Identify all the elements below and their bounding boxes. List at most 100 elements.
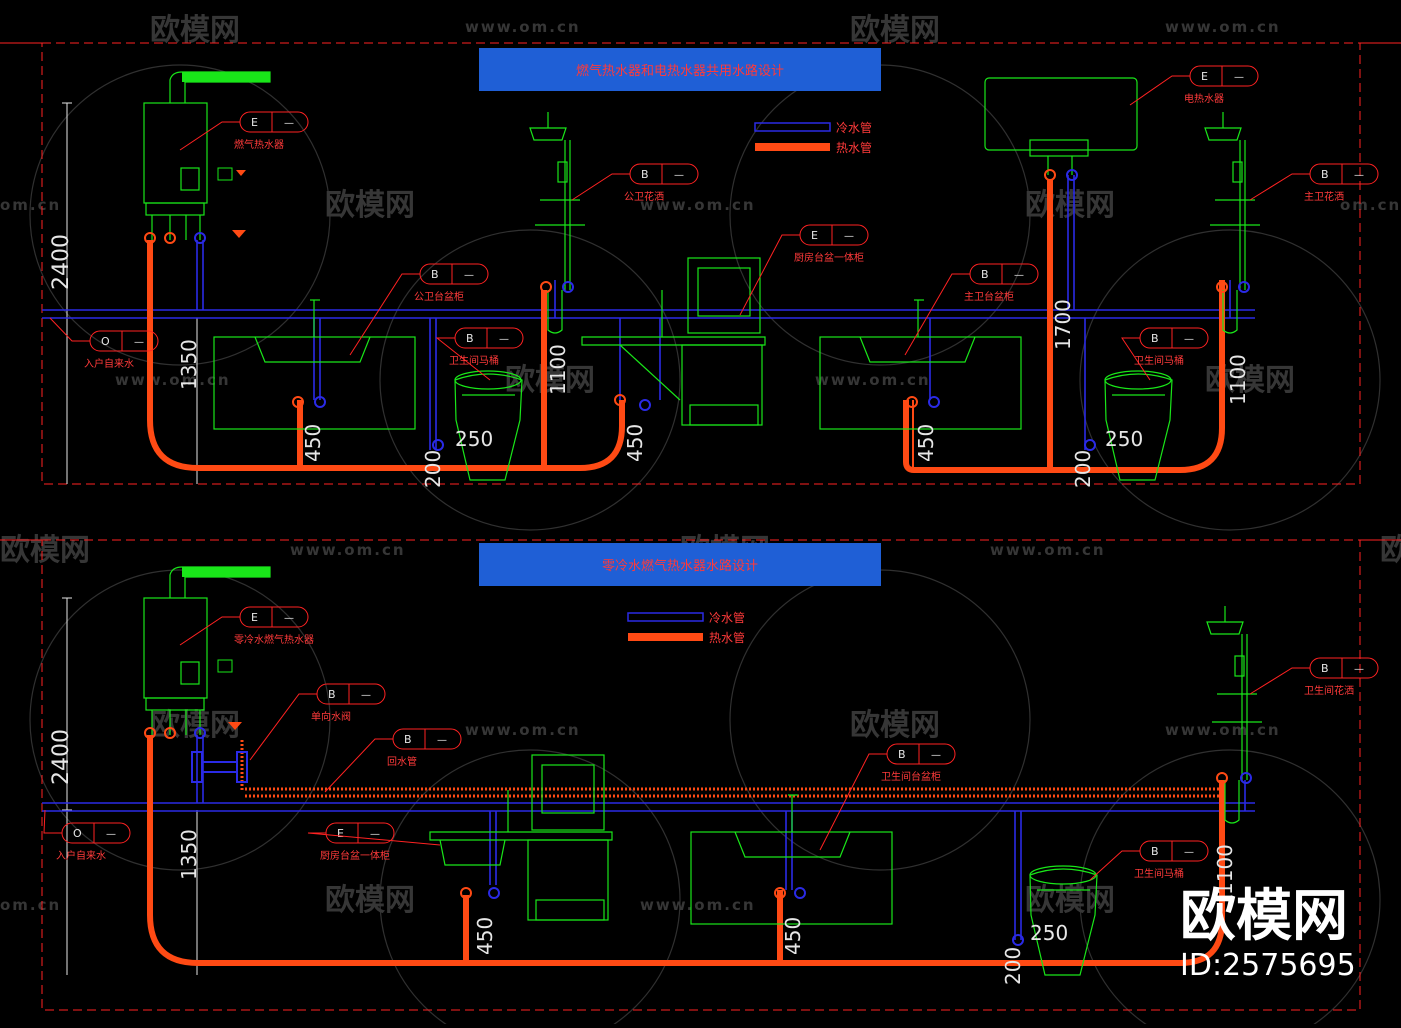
callout-tag: O—入户自来水 <box>43 809 131 862</box>
dim-450: 450 <box>914 424 938 462</box>
callout-tag: E—厨房台盆一体柜 <box>307 822 441 862</box>
callout-layer: E—燃气热水器B—公卫花洒E—电热水器B—主卫花洒E—厨房台盆一体柜B—公卫台盆… <box>43 65 1379 881</box>
watermark-site: www.om.cn <box>115 371 231 389</box>
callout-label: 卫生间马桶 <box>449 354 499 367</box>
callout-dash: — <box>370 829 380 840</box>
electric-heater-top <box>984 77 1138 175</box>
callout-code: B <box>1321 662 1329 675</box>
watermark-layer: 欧模网 欧模网 欧模网 欧模网 欧模网 欧模网 欧模网 欧模网 欧模网 欧模网 … <box>0 13 1401 1028</box>
dim-1100: 1100 <box>546 344 570 395</box>
leader-line <box>43 809 62 834</box>
callout-code: B <box>466 332 474 345</box>
callout-label: 卫生间台盆柜 <box>881 770 941 783</box>
watermark-brand: 欧模网 <box>1380 533 1401 568</box>
valves-top <box>144 169 1250 451</box>
leader-line <box>179 121 240 151</box>
callout-code: B <box>328 688 336 701</box>
callout-code: E <box>1201 70 1208 83</box>
watermark-brand: 欧模网 <box>150 13 240 48</box>
shower-public-top <box>529 112 585 334</box>
callout-label: 卫生间马桶 <box>1134 867 1184 880</box>
kitchen-sink-top <box>581 257 766 426</box>
watermark-brand: 欧模网 <box>850 708 940 743</box>
leader-line <box>1249 173 1310 201</box>
watermark-site: om.cn <box>1340 196 1401 214</box>
leader-line <box>49 317 90 342</box>
watermark-site: www.om.cn <box>465 721 581 739</box>
callout-code: E <box>811 229 818 242</box>
callout-code: B <box>898 748 906 761</box>
watermark-brand: 欧模网 <box>1025 883 1115 918</box>
callout-label: 入户自来水 <box>84 357 134 370</box>
title-banner-bottom: 零冷水燃气热水器水路设计 <box>479 543 881 586</box>
dim-1100: 1100 <box>1213 844 1237 895</box>
leader-line <box>307 832 441 846</box>
callout-dash: — <box>1234 72 1244 83</box>
dimension-lines-top <box>62 102 198 484</box>
kitchen-sink-bottom <box>429 754 613 921</box>
dim-1100: 1100 <box>1226 354 1250 405</box>
callout-dash: — <box>134 337 144 348</box>
flue-pipe-top <box>182 72 270 82</box>
callout-label: 公卫台盆柜 <box>414 290 464 303</box>
leader-line <box>819 753 887 851</box>
callout-dash: — <box>931 750 941 761</box>
watermark-site: www.om.cn <box>815 371 931 389</box>
watermark-site: www.om.cn <box>640 196 756 214</box>
toilet-public-top <box>454 370 523 481</box>
callout-dash: — <box>284 613 294 624</box>
shower-master-top <box>1204 112 1260 334</box>
callout-dash: — <box>1354 664 1364 675</box>
callout-dash: — <box>1354 170 1364 181</box>
callout-code: B <box>1321 168 1329 181</box>
callout-code: B <box>1151 845 1159 858</box>
legend-bottom: 冷水管 热水管 <box>627 610 745 645</box>
dim-450: 450 <box>301 424 325 462</box>
valves-bottom <box>144 727 1252 946</box>
callout-label: 燃气热水器 <box>234 138 284 151</box>
leader-line <box>249 693 317 761</box>
return-pipe-bottom <box>240 740 1222 798</box>
dim-2400-top: 2400 <box>49 234 74 290</box>
watermark-site: www.om.cn <box>290 541 406 559</box>
legend-cold-label: 冷水管 <box>836 120 872 135</box>
callout-code: E <box>251 611 258 624</box>
watermark-brand: 欧模网 <box>850 13 940 48</box>
callout-tag: B —公卫台盆柜 <box>349 263 489 356</box>
callout-code: O <box>101 335 110 348</box>
callout-dash: — <box>464 270 474 281</box>
shower-bottom <box>1206 606 1262 824</box>
dim-2400-bottom: 2400 <box>49 729 74 785</box>
callout-tag: E — 零冷水燃气热水器 <box>179 606 314 646</box>
callout-tag: E—燃气热水器 <box>179 111 309 151</box>
callout-label: 厨房台盆一体柜 <box>794 251 864 264</box>
watermark-site: www.om.cn <box>990 541 1106 559</box>
leader-line <box>1121 337 1151 381</box>
dim-450: 450 <box>623 424 647 462</box>
watermark-brand: 欧模网 <box>505 363 595 398</box>
watermark-site: www.om.cn <box>1165 18 1281 36</box>
vanity-bottom <box>690 794 893 925</box>
legend-cold-label: 冷水管 <box>709 610 745 625</box>
callout-tag: B—主卫台盆柜 <box>904 263 1039 356</box>
legend-hot-label: 热水管 <box>836 140 872 155</box>
title-banner-top: 燃气热水器和电热水器共用水路设计 <box>479 48 881 91</box>
callout-dash: — <box>1184 334 1194 345</box>
title-bottom: 零冷水燃气热水器水路设计 <box>601 559 758 574</box>
leader-line <box>904 273 970 356</box>
callout-label: 卫生间马桶 <box>1134 354 1184 367</box>
callout-label: 零冷水燃气热水器 <box>234 633 314 646</box>
leader-line <box>739 234 800 316</box>
dim-450: 450 <box>473 917 497 955</box>
callout-label: 主卫花洒 <box>1304 190 1344 203</box>
callout-tag: E—电热水器 <box>1129 65 1259 106</box>
callout-dash: — <box>361 690 371 701</box>
callout-code: E <box>337 827 344 840</box>
dim-1350-bottom: 1350 <box>177 829 201 880</box>
leader-line <box>179 616 240 646</box>
dimension-lines-bottom <box>62 597 198 975</box>
watermark-site: www.om.cn <box>1165 721 1281 739</box>
leader-line <box>571 173 630 201</box>
callout-tag: B—卫生间马桶 <box>435 327 524 381</box>
